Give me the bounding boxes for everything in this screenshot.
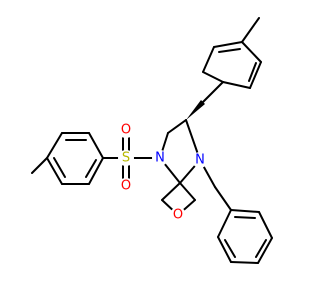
atom-o-sulfonyl-bottom-label: O [121,179,131,194]
benzyl-ring-4 [257,237,273,264]
tolyl-inner-2 [218,48,241,53]
atom-n-left: N [152,150,168,166]
atom-o-sulfonyl-top-label: O [121,123,131,138]
p-tolyl-ring-left [31,132,104,185]
tosyl-ring-1 [88,132,104,159]
atom-n-right: N [192,152,208,168]
atom-s: S [118,150,134,166]
structure-diagram: N N S O O O [31,17,273,264]
tosyl-methyl [31,157,48,174]
tolyl-bond-6 [202,46,215,73]
tosyl-inner-3 [85,159,97,178]
benzyl-ring-5 [258,211,273,239]
atom-o-oxetane: O [170,207,186,223]
p-tolyl-ring-top [202,17,262,103]
benzyl-ring-3 [230,261,259,264]
bond-oxetane-right-spiro [179,182,196,201]
atom-o-oxetane-label: O [173,208,183,223]
bond-spiro-c-oxetane-left [161,182,181,201]
benzyl-group [199,159,273,264]
stereo-wedge-bond [186,100,205,120]
tolyl-methyl-top [241,17,260,43]
atom-n-right-label: N [195,153,205,168]
tolyl-bond-2 [222,81,251,89]
benzyl-ring-1 [217,209,232,238]
benzyl-inner-2 [255,239,267,258]
tolyl-bond-7 [202,71,224,83]
atom-n-left-label: N [155,151,165,166]
tolyl-bond-3 [249,61,262,89]
benzyl-ring-2 [217,236,232,263]
tosyl-ring-4 [46,157,63,185]
pyrrolidine-ring [159,119,201,184]
bond-ch2-stereo-c [167,119,187,134]
benzyl-inner-1 [224,239,236,258]
tosyl-inner-2 [53,157,66,178]
atom-s-label: S [122,151,130,166]
benzyl-inner-3 [234,216,256,219]
tolyl-bond-4 [241,41,262,63]
benzyl-ring-6 [230,209,260,213]
tolyl-bond-5 [213,41,243,48]
atom-o-sulfonyl-top: O [118,122,134,138]
tolyl-inner-1 [248,62,257,82]
benzyl-ch2-ring [214,186,232,211]
atom-o-sulfonyl-bottom: O [118,178,134,194]
tosyl-ring-6 [88,157,104,185]
tolyl-bond-1 [202,81,224,103]
tosyl-ring-3 [46,132,63,159]
